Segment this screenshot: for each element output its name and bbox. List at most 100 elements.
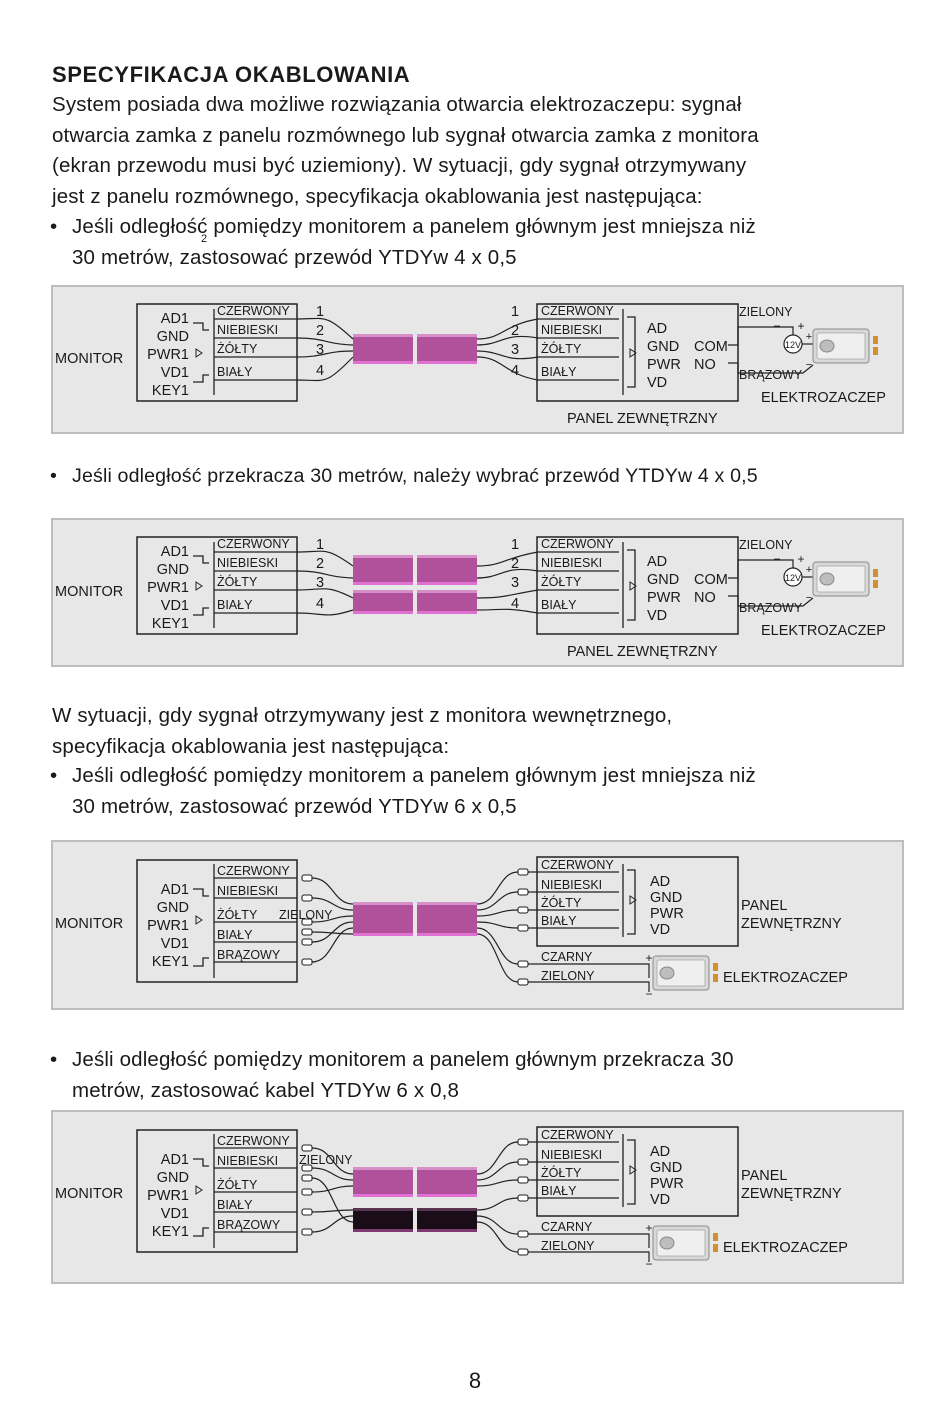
twisted-wire <box>476 1197 519 1211</box>
connector-plug <box>301 1174 313 1182</box>
connector-plug <box>517 888 529 896</box>
panel-label: PANEL ZEWNĘTRZNY <box>567 644 718 660</box>
wire-color-label: NIEBIESKI <box>217 323 278 337</box>
panel-label: PANEL ZEWNĘTRZNY <box>567 411 718 427</box>
wire-number: 4 <box>316 596 324 612</box>
wire-color-label: CZERWONY <box>217 537 290 551</box>
strike-wire <box>619 1233 650 1248</box>
strike-wire <box>728 595 814 607</box>
pin-lead <box>193 957 209 967</box>
cable-segment <box>417 590 477 614</box>
twisted-wire <box>311 897 354 911</box>
twisted-wire <box>476 891 519 911</box>
twisted-wire <box>296 588 354 599</box>
monitor-pin-label: GND <box>157 900 189 916</box>
strike-terminal <box>713 1244 718 1252</box>
diode-symbol <box>195 1185 203 1195</box>
polarity-label: + <box>806 564 812 576</box>
wire-number: 2 <box>316 323 324 339</box>
monitor-pin-label: VD1 <box>161 365 189 381</box>
connector-plug <box>517 1194 529 1202</box>
door-strike-icon <box>652 955 718 991</box>
monitor-pin-label: VD1 <box>161 1206 189 1222</box>
panel-frame <box>536 536 739 635</box>
strike-terminal <box>713 974 718 982</box>
wire-number: 3 <box>316 342 324 358</box>
wire-color-label: BIAŁY <box>541 1184 577 1198</box>
cable-body <box>353 555 413 585</box>
polarity-label: − <box>773 552 780 566</box>
monitor-pin-label: PWR1 <box>147 1188 189 1204</box>
wire-color-label: CZERWONY <box>217 304 290 318</box>
twisted-wire <box>296 570 354 579</box>
connector-plug <box>517 1158 529 1166</box>
diode-symbol <box>195 915 203 925</box>
pin-lead <box>193 1227 209 1237</box>
strike-wire <box>619 981 650 992</box>
connector-plug <box>301 1228 313 1236</box>
wire-number: 2 <box>511 323 519 339</box>
connector-plug <box>301 1188 313 1196</box>
bullet-item: Jeśli odległość pomiędzy monitorem a pan… <box>50 761 756 822</box>
twisted-wire <box>311 931 354 935</box>
connector-plug <box>301 1144 313 1152</box>
panel-label: PANEL <box>741 1168 787 1184</box>
wire-color-label: ZIELONY <box>541 969 595 983</box>
wire-color-label: CZERWONY <box>541 858 614 872</box>
cable-highlight <box>417 611 477 614</box>
twisted-wire <box>296 550 354 567</box>
cable-body <box>417 555 477 585</box>
twisted-wire <box>311 927 354 963</box>
strike-label: ELEKTROZACZEP <box>723 970 848 986</box>
twisted-wire <box>476 921 519 929</box>
monitor-pin-label: KEY1 <box>152 1224 189 1240</box>
panel-pin-label: AD <box>650 1144 670 1160</box>
wire-color-label: ZIELONY <box>541 1239 595 1253</box>
panel-label: ZEWNĘTRZNY <box>741 1186 842 1202</box>
polarity-label: − <box>806 359 812 371</box>
twisted-wire <box>311 1215 354 1233</box>
twisted-wire <box>311 915 354 923</box>
wire-color-label: NIEBIESKI <box>217 1154 278 1168</box>
strike-latch <box>659 1236 675 1250</box>
twisted-wire <box>476 909 519 917</box>
cable-body <box>417 902 477 936</box>
twisted-wire <box>476 335 539 346</box>
wire-color-label: ŻÓŁTY <box>541 341 582 356</box>
panel-frame <box>536 303 739 402</box>
polarity-label: + <box>797 552 804 566</box>
wire-color-label: ŻÓŁTY <box>217 574 258 589</box>
cable-segment <box>353 590 413 614</box>
monitor-pin-label: AD1 <box>161 311 189 327</box>
polarity-label: + <box>645 1221 652 1235</box>
twisted-wire <box>476 933 519 983</box>
pin-lead <box>193 888 209 897</box>
strike-label: ELEKTROZACZEP <box>723 1240 848 1256</box>
panel-pin-label: VD <box>647 375 667 391</box>
panel-pin-label: PWR <box>650 906 684 922</box>
pin-lead <box>193 607 209 616</box>
intro-line: (ekran przewodu musi być uziemiony). W s… <box>52 154 747 177</box>
wire-color-label: BIAŁY <box>541 914 577 928</box>
bullet-item: Jeśli odległość pomiędzy monitorem a pan… <box>50 212 756 273</box>
wire-color-label: ZIELONY <box>739 538 793 552</box>
wire-color-label: BRĄZOWY <box>217 948 281 962</box>
wire-color-label: ŻÓŁTY <box>541 574 582 589</box>
diagram-svg: MONITORAD1GNDPWR1VD1KEY1CZERWONYNIEBIESK… <box>55 1126 848 1271</box>
wire-color-label: NIEBIESKI <box>217 884 278 898</box>
panel-pin-label: VD <box>650 1192 670 1208</box>
strike-latch <box>659 966 675 980</box>
cable-highlight <box>353 1167 413 1170</box>
connector-plug <box>301 894 313 902</box>
panel-pin-label: AD <box>647 321 667 337</box>
diode-symbol <box>629 348 637 358</box>
twisted-wire <box>296 350 354 358</box>
strike-face <box>816 332 866 360</box>
polarity-label: + <box>806 331 812 343</box>
section-line: specyfikacja okablowania jest następując… <box>52 734 450 758</box>
voltage-label: 12V <box>785 340 801 350</box>
strike-wire <box>728 326 794 346</box>
pin-lead <box>193 555 209 564</box>
cable-segment <box>353 902 413 936</box>
